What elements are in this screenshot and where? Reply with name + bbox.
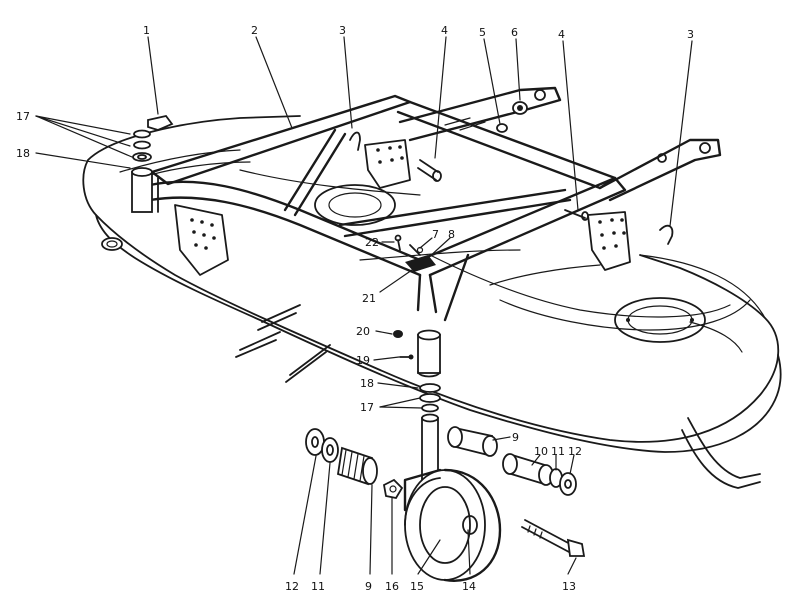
mount-bracket-right [587,211,631,271]
mower-deck-housing [82,115,782,489]
caster-wheel [404,468,502,582]
callout-17b: 17 [360,401,374,414]
leader-lines [35,36,693,575]
blade-spindle-left [314,184,396,226]
clevis-pin-right [564,209,589,221]
callout-17: 17 [16,110,30,123]
callout-12: 12 [568,445,582,458]
callout-16: 16 [385,580,399,593]
callout-19: 19 [356,354,370,367]
callout-13: 13 [562,580,576,593]
clevis-pin-center [417,159,442,182]
callout-4b: 4 [558,28,565,41]
callout-15: 15 [410,580,424,593]
hitch-frame [139,94,627,322]
hairpin-clips [349,131,674,245]
blade-spindle-right [614,297,706,343]
callout-8: 8 [448,228,455,241]
callout-6: 6 [511,26,518,39]
callout-14: 14 [462,580,476,593]
roller-bearing [336,446,378,486]
callout-18: 18 [16,147,30,160]
callout-labels: 1 2 3 4 5 6 4 3 17 18 22 7 8 21 20 19 18… [16,24,694,593]
nut-20 [393,330,403,338]
callout-4: 4 [441,24,448,37]
callout-7: 7 [432,228,439,241]
callout-22: 22 [365,236,379,249]
axle-bolt [521,519,586,557]
center-hardware [394,234,436,272]
deck-mount-pins [235,304,331,383]
callout-3b: 3 [687,28,694,41]
callout-2: 2 [251,24,258,37]
spacer-tubes [447,426,554,486]
mount-bracket-left [174,204,229,276]
caster-socket-front [417,329,441,413]
callout-9b: 9 [365,580,372,593]
callout-10: 10 [534,445,548,458]
grease-fitting [399,354,414,360]
callout-5: 5 [479,26,486,39]
callout-1: 1 [143,24,150,37]
callout-11b: 11 [311,580,325,593]
callout-9: 9 [512,431,519,444]
callout-3: 3 [339,24,346,37]
callout-21: 21 [362,292,376,305]
callout-12b: 12 [285,580,299,593]
pivot-bushings [496,101,528,133]
caster-pivot-left [101,114,174,251]
callout-11: 11 [551,445,565,458]
washers [305,428,577,496]
locknut [382,478,404,500]
callout-18b: 18 [360,377,374,390]
callout-20: 20 [356,325,370,338]
lift-arms [398,86,722,202]
mount-bracket-center [364,139,411,189]
